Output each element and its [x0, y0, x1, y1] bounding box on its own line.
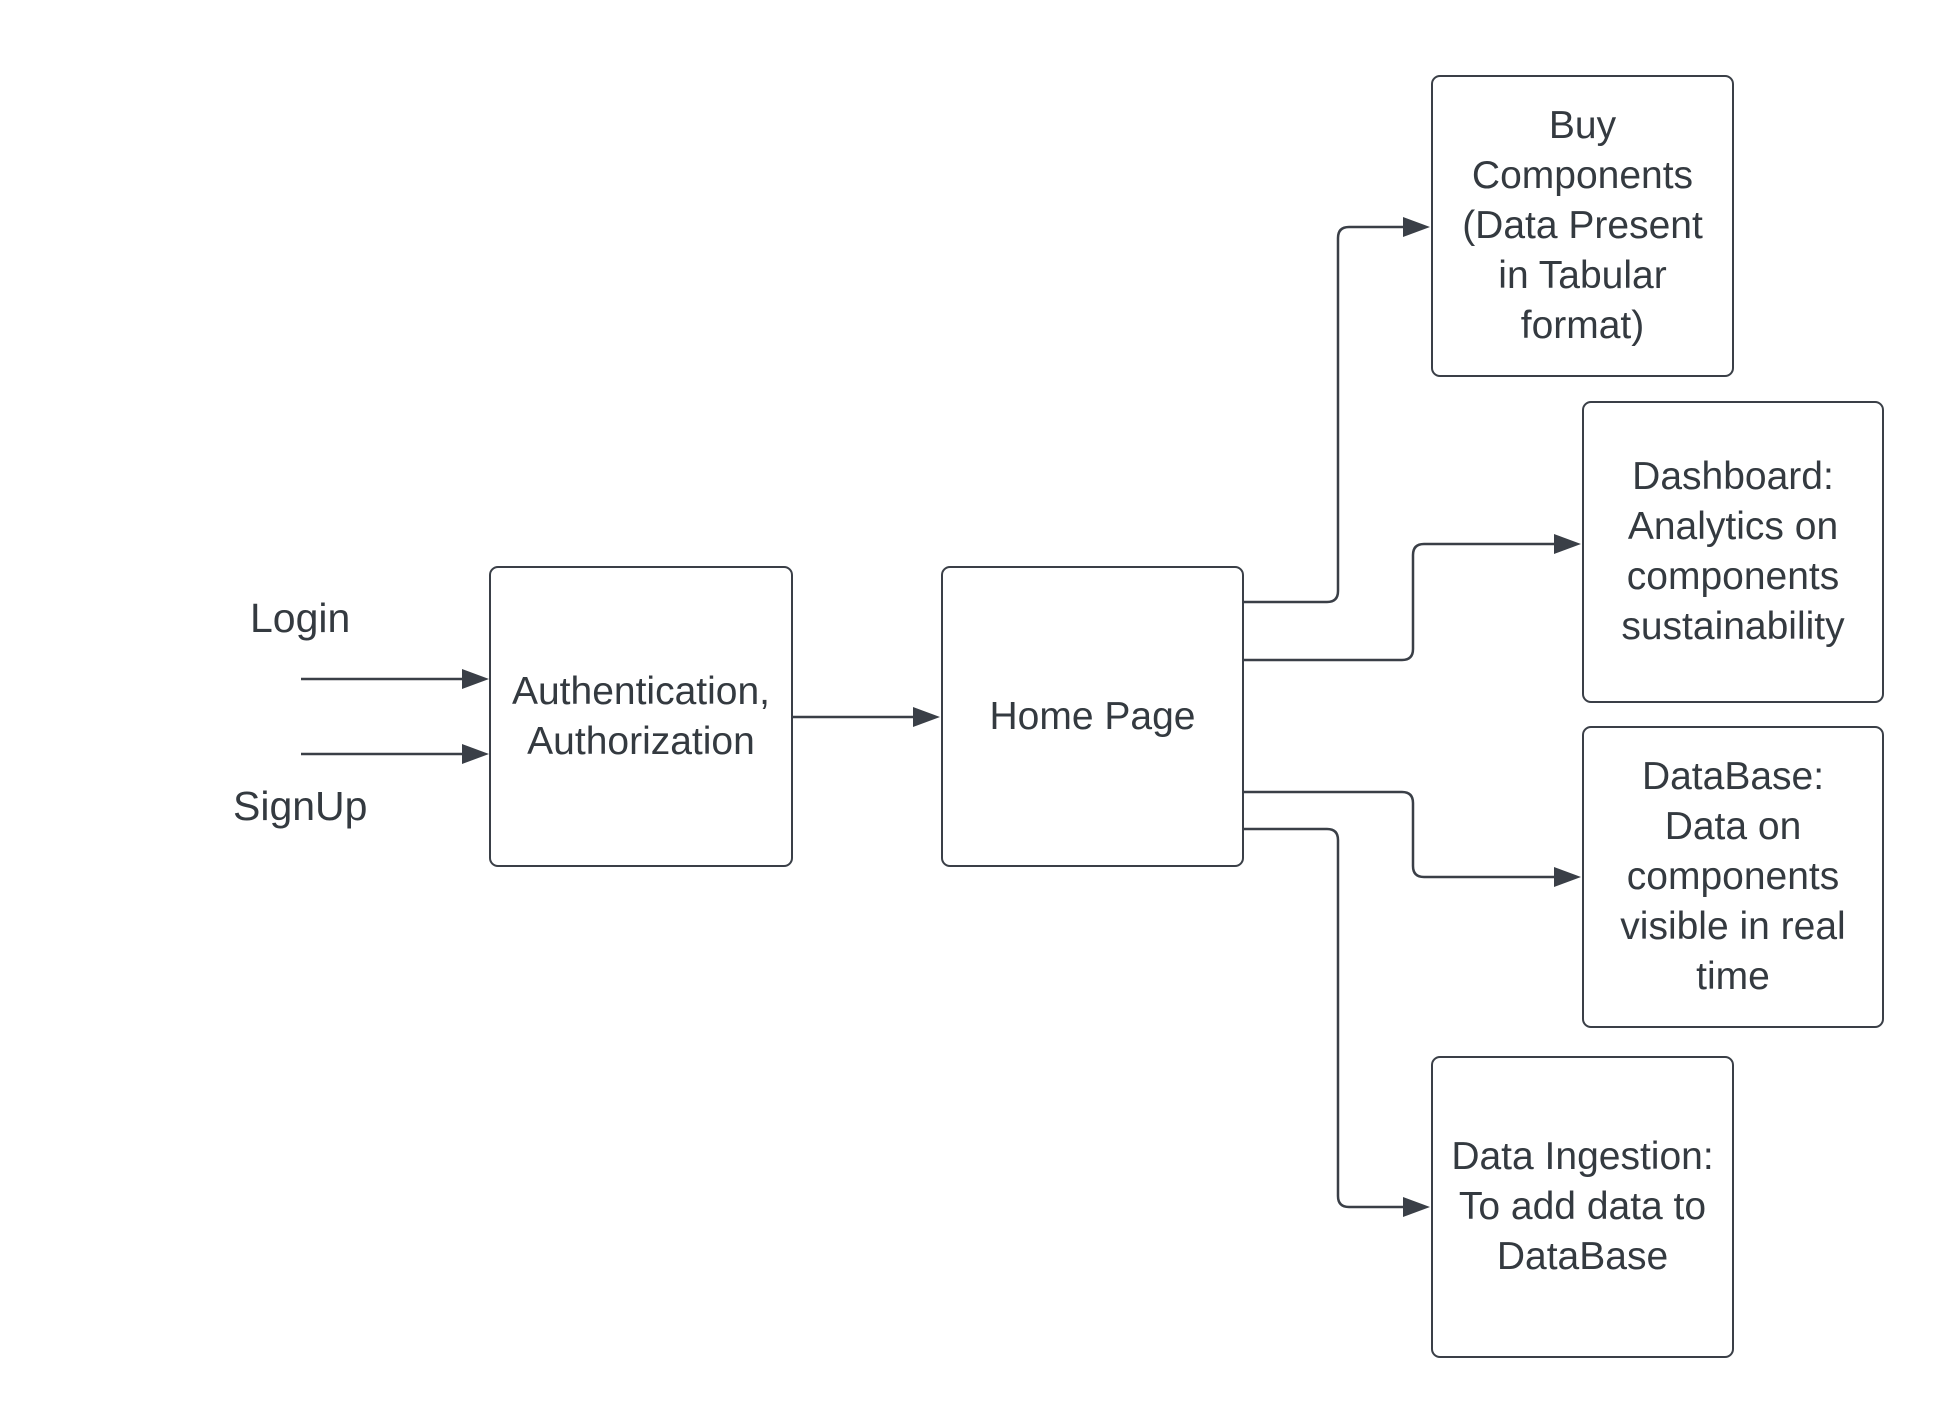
edge-home-to-database [1243, 790, 1581, 887]
data-ingestion-node-text: Data Ingestion: To add data to DataBase [1451, 1135, 1714, 1278]
home-page-node-text: Home Page [989, 694, 1196, 738]
buy-components-node: Buy Components (Data Present in Tabular … [1431, 75, 1734, 377]
auth-node-text: Authentication, Authorization [511, 669, 770, 763]
dashboard-node-text: Dashboard: Analytics on components susta… [1621, 455, 1845, 648]
home-page-node: Home Page [941, 566, 1244, 867]
auth-node: Authentication, Authorization [489, 566, 793, 867]
edge-home-to-buy [1243, 217, 1430, 604]
login-label: Login [250, 594, 350, 642]
signup-label: SignUp [233, 782, 367, 830]
signup-text: SignUp [233, 783, 368, 829]
edge-login-to-auth [301, 669, 489, 689]
data-ingestion-node: Data Ingestion: To add data to DataBase [1431, 1056, 1734, 1358]
database-node-text: DataBase: Data on components visible in … [1620, 755, 1846, 998]
edge-signup-to-auth [301, 744, 489, 764]
edge-home-to-dashboard [1243, 534, 1581, 662]
edge-home-to-ingestion [1243, 827, 1430, 1217]
login-text: Login [250, 595, 351, 641]
dashboard-node: Dashboard: Analytics on components susta… [1582, 401, 1884, 703]
edge-auth-to-home [793, 707, 940, 727]
buy-components-node-text: Buy Components (Data Present in Tabular … [1462, 104, 1703, 347]
database-node: DataBase: Data on components visible in … [1582, 726, 1884, 1028]
